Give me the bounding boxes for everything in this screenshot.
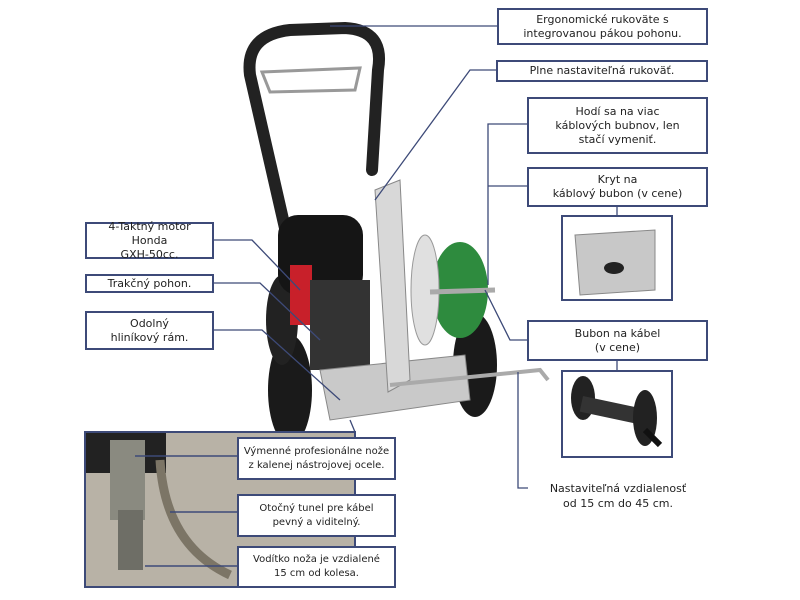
callout-adjustable-handle: Plne nastaviteľná rukoväť. bbox=[496, 60, 708, 82]
callout-distance: Nastaviteľná vzdialenosť od 15 cm do 45 … bbox=[549, 482, 687, 510]
callout-traction: Trakčný pohon. bbox=[85, 274, 214, 293]
callout-tunnel: Otočný tunel pre kábel pevný a viditelný… bbox=[237, 494, 396, 537]
drive-lever bbox=[259, 66, 362, 94]
blade-holder bbox=[110, 440, 145, 520]
cable-drum-image bbox=[571, 376, 663, 448]
callout-guide: Vodítko noža je vzdialené 15 cm od koles… bbox=[237, 546, 396, 588]
leader-lines bbox=[213, 25, 618, 489]
callout-blades: Výmenné profesionálne nože z kalenej nás… bbox=[237, 437, 396, 480]
drum-cover-frame bbox=[561, 215, 673, 301]
callout-engine: 4-Taktný motor Honda GXH-50cc. bbox=[85, 220, 214, 261]
blade bbox=[118, 510, 143, 570]
handlebar bbox=[243, 21, 385, 256]
callout-drum-cover: Kryt na káblový bubon (v cene) bbox=[527, 167, 708, 207]
cable-drum-frame bbox=[561, 370, 673, 458]
engine-red-panel bbox=[290, 265, 312, 325]
callout-frame: Odolný hliníkový rám. bbox=[85, 311, 214, 350]
cable-tunnel bbox=[155, 459, 232, 580]
frame-plate bbox=[374, 179, 411, 393]
distance-guide-rod bbox=[389, 367, 550, 387]
drum-cover-image bbox=[574, 229, 656, 296]
callout-multiple-drums: Hodí sa na viac káblových bubnov, len st… bbox=[527, 97, 708, 154]
callout-handles: Ergonomické rukoväte s integrovanou páko… bbox=[497, 8, 708, 45]
inset-leader-lines bbox=[135, 455, 237, 567]
engine-block bbox=[310, 280, 370, 370]
drum-axle bbox=[429, 287, 496, 295]
callout-cable-drum: Bubon na kábel (v cene) bbox=[527, 320, 708, 361]
